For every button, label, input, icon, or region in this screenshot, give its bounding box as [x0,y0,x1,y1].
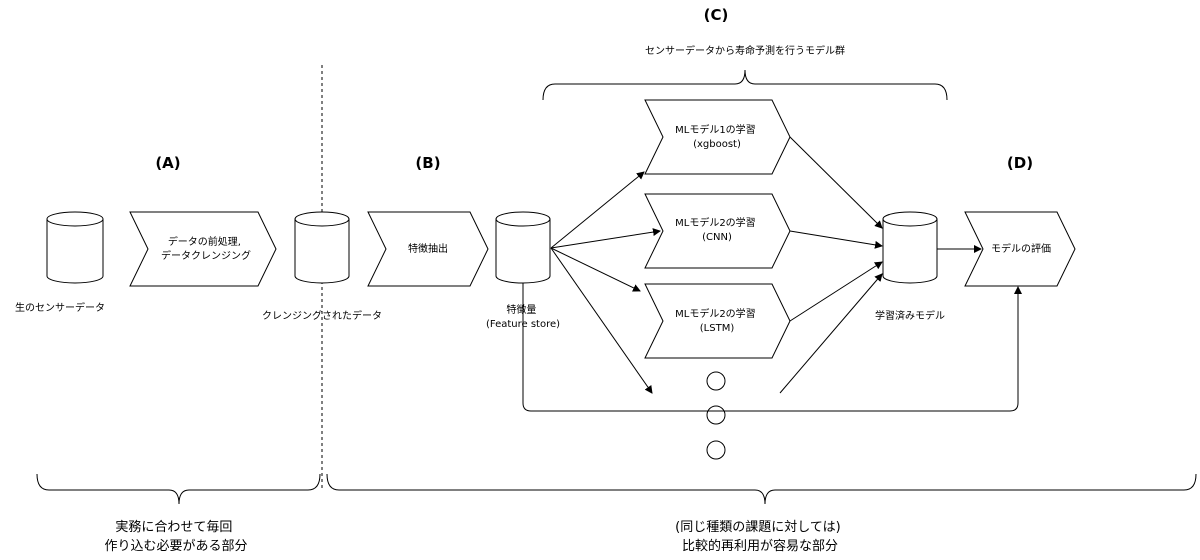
evaluate-label: モデルの評価 [991,242,1051,255]
cleansed-data-cylinder [294,211,350,284]
arrow-model3-to-trained [789,261,883,322]
more-models-dot-1 [706,371,726,391]
bottom-right-brace [326,473,1197,505]
feature-extract-label: 特徴抽出 [408,242,448,255]
arrow-store-to-model2 [550,228,661,249]
raw-data-cylinder [46,211,104,284]
arrow-store-to-more [550,247,653,394]
model1-label: MLモデル1の学習 (xgboost) [675,123,759,150]
arrow-store-to-model1 [550,171,645,249]
bottom-left-brace [36,473,321,505]
section-d-label: (D) [1007,154,1033,172]
arrow-more-to-trained [779,273,883,394]
arrow-store-to-evaluate [522,283,1022,412]
feature-store-cylinder [495,211,551,284]
evaluate-step [964,211,1076,287]
feature-extract-step [367,211,489,287]
cleansed-data-label: クレンジングされたデータ [262,309,382,322]
trained-models-cylinder [882,211,938,284]
arrow-store-to-model3 [550,247,641,292]
model2-step [644,193,791,269]
arrow-model1-to-trained [789,136,883,229]
arrow-model2-to-trained [789,230,883,249]
group-c-brace [542,69,948,101]
preprocess-step [129,211,277,287]
bottom-left-label: 実務に合わせて毎回 作り込む必要がある部分 [104,519,247,554]
preprocess-label: データの前処理, データクレンジング [161,235,251,262]
more-models-dot-3 [706,440,726,460]
group-c-label: センサーデータから寿命予測を行うモデル群 [645,44,845,57]
raw-data-label: 生のセンサーデータ [15,301,105,314]
section-c-label: (C) [704,6,729,24]
section-a-label: (A) [155,154,180,172]
model1-step [644,99,791,175]
bottom-right-label: (同じ種類の課題に対しては) 比較的再利用が容易な部分 [675,519,845,554]
model2-label: MLモデル2の学習 (CNN) [675,216,759,243]
section-b-label: (B) [415,154,440,172]
model3-label: MLモデル2の学習 (LSTM) [675,307,759,334]
model3-step [644,283,791,359]
trained-models-label: 学習済みモデル [875,309,945,322]
more-models-dot-2 [706,405,726,425]
